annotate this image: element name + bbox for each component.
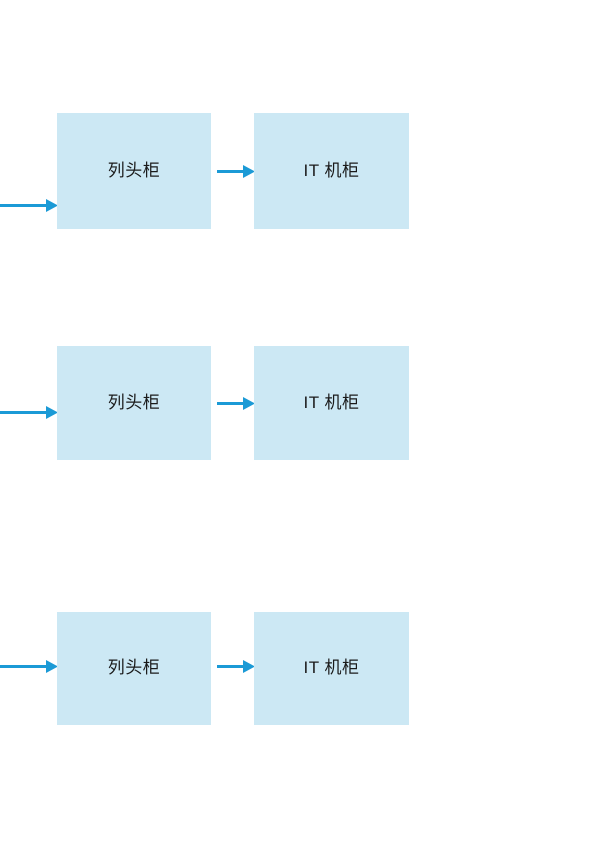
node-label: IT 机柜 bbox=[303, 160, 360, 180]
node-it-jigui[interactable]: IT 机柜 bbox=[254, 113, 409, 229]
node-it-jigui[interactable]: IT 机柜 bbox=[254, 346, 409, 460]
inbound-arrow-icon bbox=[0, 658, 60, 675]
node-label: 列头柜 bbox=[107, 160, 161, 180]
connector-arrow-icon bbox=[217, 163, 257, 180]
connector-arrow-icon bbox=[217, 658, 257, 675]
node-lietougui[interactable]: 列头柜 bbox=[57, 346, 211, 460]
node-lietougui[interactable]: 列头柜 bbox=[57, 113, 211, 229]
inbound-arrow-icon bbox=[0, 197, 60, 214]
inbound-arrow-icon bbox=[0, 404, 60, 421]
connector-arrow-icon bbox=[217, 395, 257, 412]
node-label: 列头柜 bbox=[107, 392, 161, 412]
node-it-jigui[interactable]: IT 机柜 bbox=[254, 612, 409, 725]
node-lietougui[interactable]: 列头柜 bbox=[57, 612, 211, 725]
node-label: IT 机柜 bbox=[303, 658, 360, 678]
node-label: 列头柜 bbox=[107, 658, 161, 678]
node-label: IT 机柜 bbox=[303, 392, 360, 412]
